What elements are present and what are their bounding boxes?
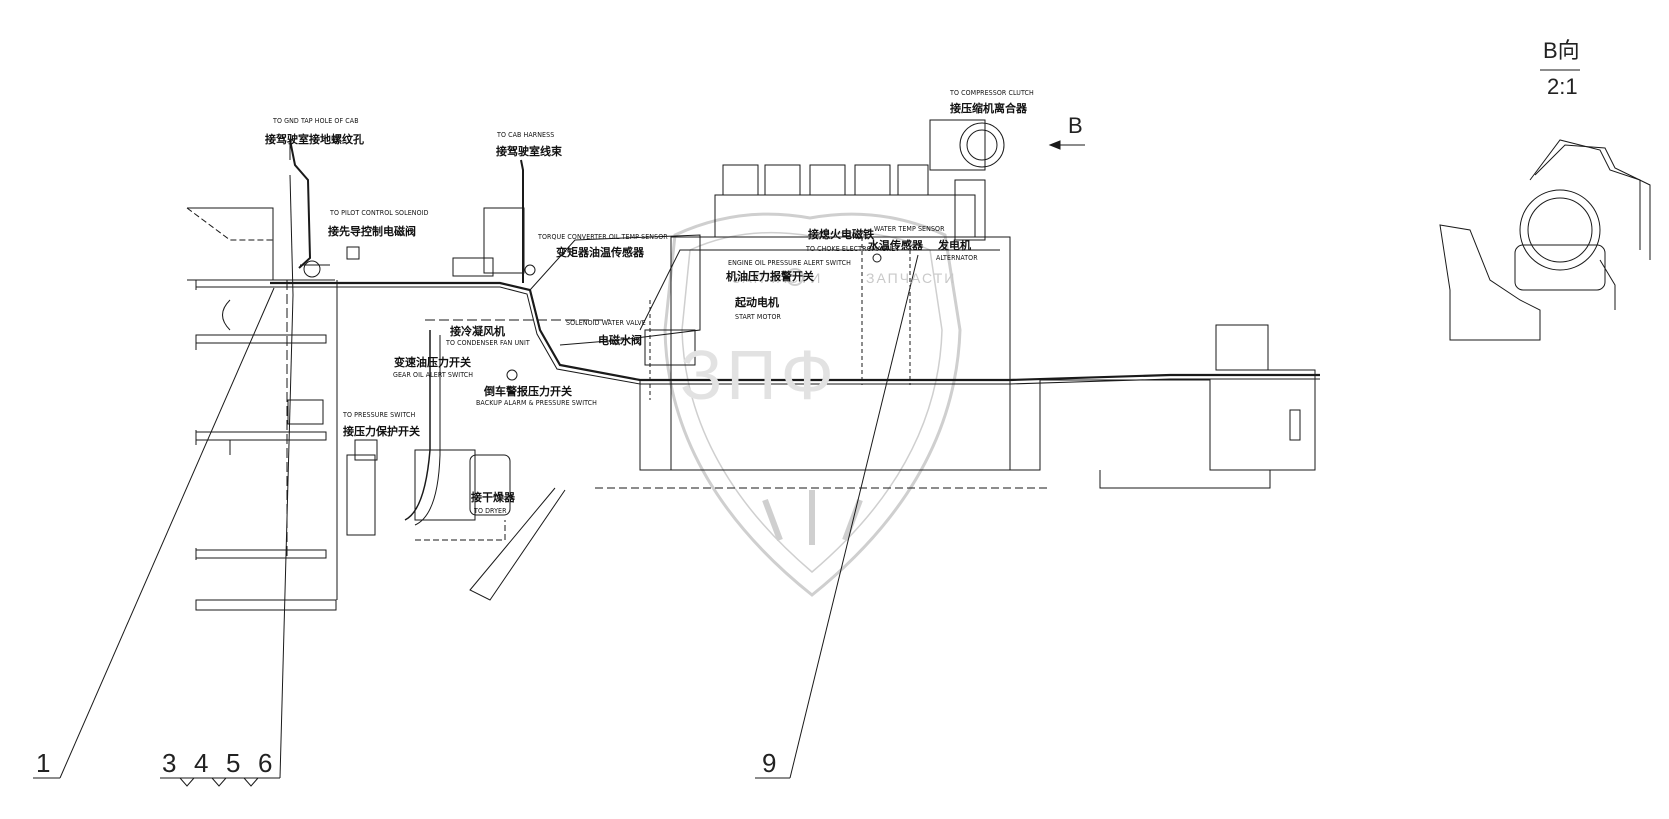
compressor-label-en: TO COMPRESSOR CLUTCH <box>950 89 1034 97</box>
dryer-label-cn: 接干燥器 <box>471 491 515 504</box>
choke-label-cn: 接熄火电磁铁 <box>808 228 874 241</box>
solenoid-label-en: SOLENOID WATER VALVE <box>566 319 646 327</box>
cab-harness-label-cn: 接驾驶室线束 <box>496 145 562 158</box>
gear-label-cn: 变速油压力开关 <box>394 356 471 369</box>
start-motor-label-cn: 起动电机 <box>735 296 779 309</box>
gnd-label-cn: 接驾驶室接地螺纹孔 <box>265 133 364 146</box>
torque-label-cn: 变矩器油温传感器 <box>556 246 644 259</box>
choke-label-en: TO CHOKE ELECTROMAGNET <box>806 245 900 253</box>
backup-label-en: BACKUP ALARM & PRESSURE SWITCH <box>476 399 598 407</box>
watermark-mark: ЗПФ <box>680 336 838 414</box>
callout-3: 3 <box>162 748 177 778</box>
pressure-label-cn: 接压力保护开关 <box>343 425 420 438</box>
dashed-harness-ticks <box>649 230 911 400</box>
backup-label-cn: 倒车警报压力开关 <box>484 385 572 398</box>
watermark-shield <box>663 212 962 597</box>
water-label-cn: 水温传感器 <box>868 239 923 252</box>
dryer-label-en: TO DRYER <box>474 507 507 515</box>
callout-4: 4 <box>194 748 209 778</box>
start-motor-label-en: START MOTOR <box>735 313 781 321</box>
torque-label-en: TORQUE CONVERTER OIL TEMP SENSOR <box>538 233 668 241</box>
alternator-label-cn: 发电机 <box>938 239 971 252</box>
callout-5: 5 <box>226 748 241 778</box>
callout-9: 9 <box>762 748 777 778</box>
view-b-title: B向 <box>1543 38 1580 63</box>
engine-oil-label-en: ENGINE OIL PRESSURE ALERT SWITCH <box>728 259 851 267</box>
callout-1: 1 <box>36 748 51 778</box>
gnd-label-en: TO GND TAP HOLE OF CAB <box>273 117 359 125</box>
gear-label-en: GEAR OIL ALERT SWITCH <box>393 371 474 379</box>
diagram-lines <box>33 69 1651 787</box>
view-b-scale: 2:1 <box>1547 74 1578 99</box>
pilot-label-en: TO PILOT CONTROL SOLENOID <box>330 209 429 217</box>
pilot-label-cn: 接先导控制电磁阀 <box>328 225 416 238</box>
condenser-label-en: TO CONDENSER FAN UNIT <box>446 339 530 347</box>
engine-oil-label-cn: 机油压力报警开关 <box>726 270 814 283</box>
water-label-en: WATER TEMP SENSOR <box>874 225 945 233</box>
watermark-right: ЗАПЧАСТИ <box>866 270 957 286</box>
cab-harness-label-en: TO CAB HARNESS <box>497 131 555 139</box>
view-b-arrow-label: B <box>1068 113 1083 138</box>
compressor-label-cn: 接压缩机离合器 <box>950 102 1027 115</box>
condenser-label-cn: 接冷凝风机 <box>450 325 505 338</box>
pressure-label-en: TO PRESSURE SWITCH <box>343 411 416 419</box>
solenoid-label-cn: 电磁水阀 <box>598 334 642 347</box>
callout-6: 6 <box>258 748 273 778</box>
alternator-label-en: ALTERNATOR <box>936 254 978 262</box>
watermark-left: ЗАПЧАСТИ <box>732 270 823 286</box>
